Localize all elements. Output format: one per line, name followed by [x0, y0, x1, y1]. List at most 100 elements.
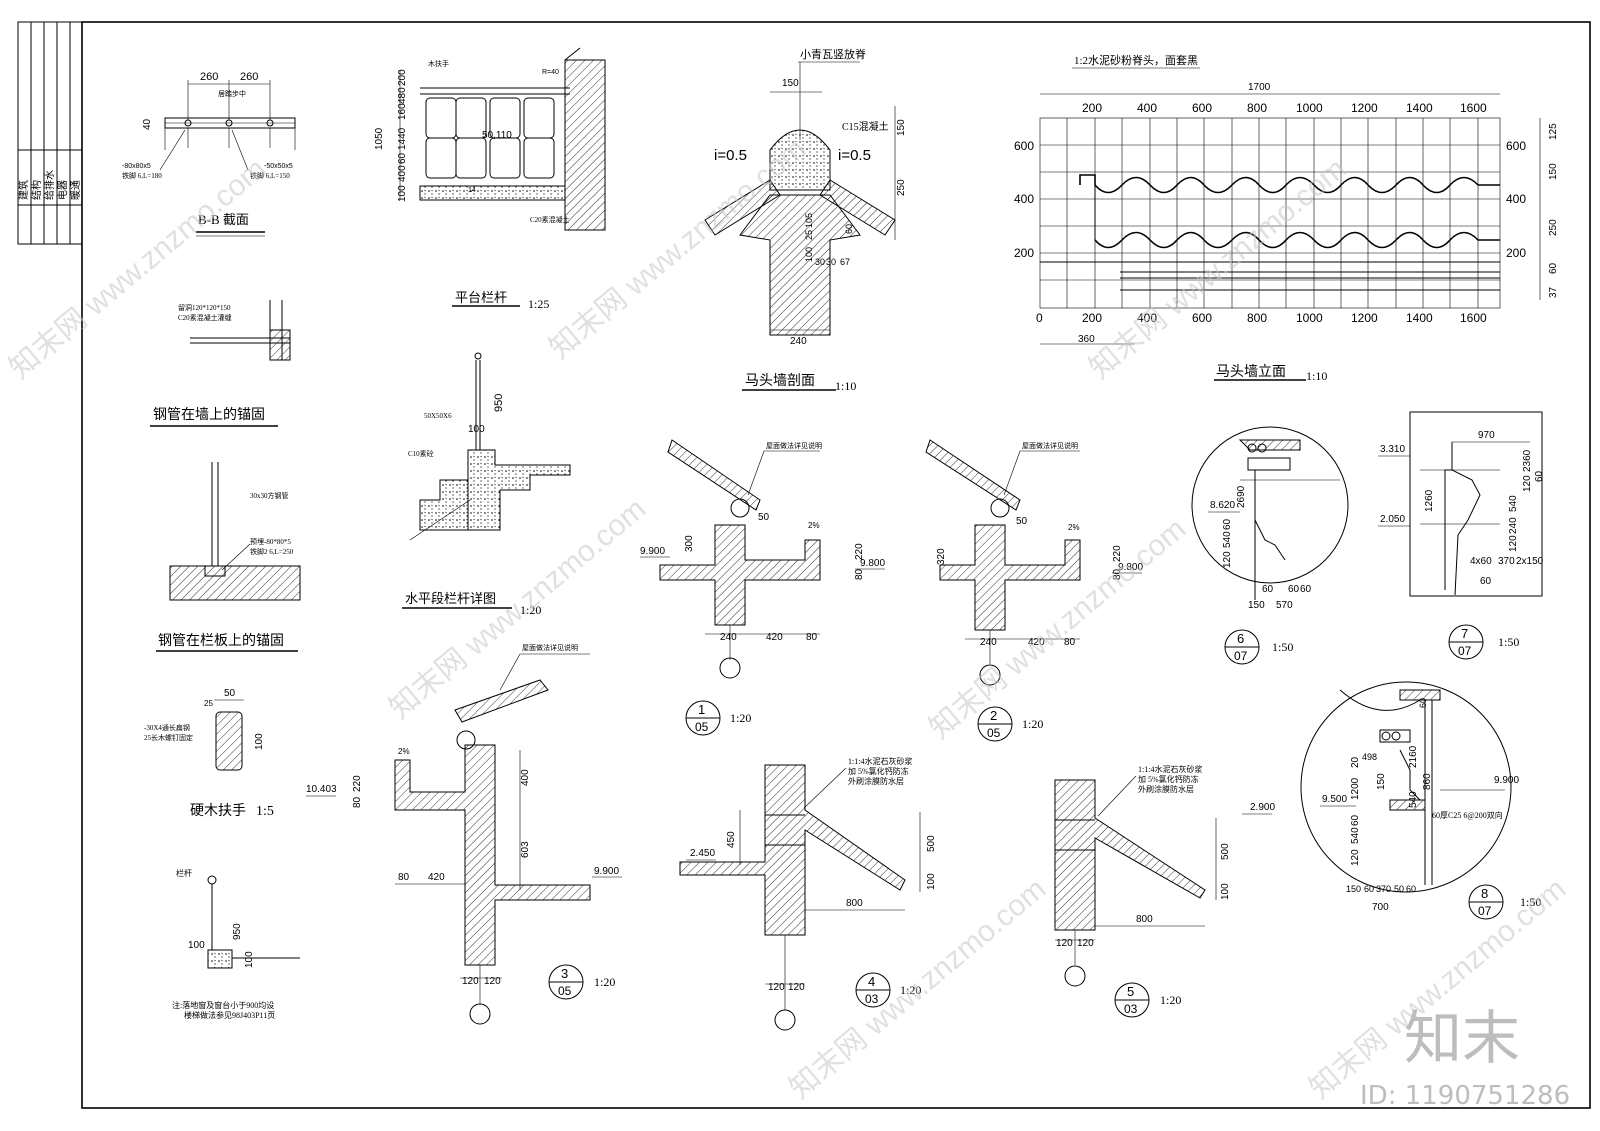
note-text: C20素混凝土灌缝 — [178, 313, 232, 322]
level-text: 8.620 — [1210, 500, 1235, 511]
dim-text: 150 — [782, 78, 799, 89]
level-text: 3.310 — [1380, 444, 1405, 455]
dim-text: 80 — [854, 568, 865, 580]
level-text: 9.900 — [594, 866, 619, 877]
detail-scale: 1:20 — [594, 975, 615, 989]
dim-text: 2% — [1068, 523, 1080, 532]
dim-text: 1700 — [1248, 82, 1271, 93]
detail-6: 8.620 2690 120 540 60 60 60 60 150 570 6… — [1191, 426, 1349, 665]
dim-text: 570 — [1276, 600, 1293, 611]
tick-label: 1400 — [1406, 101, 1433, 115]
dim-text: 970 — [1478, 430, 1495, 441]
dim-text: 4x60 — [1470, 556, 1492, 567]
detail-number: 5 — [1127, 984, 1134, 999]
dim-text: 260 — [240, 71, 258, 83]
dim-text: 25 — [204, 699, 213, 708]
detail-scale: 1:20 — [1022, 717, 1043, 731]
tick-label: 1600 — [1460, 311, 1487, 325]
detail-scale: 1:50 — [1520, 895, 1541, 909]
dim-text: 420 — [766, 632, 783, 643]
dim-text: 500 — [1220, 843, 1231, 860]
tick-label: 400 — [1137, 101, 1157, 115]
dim-text: 105 — [804, 213, 814, 228]
dim-text: 80 — [352, 796, 363, 808]
detail-title: 水平段栏杆详图 — [405, 591, 496, 606]
tick-label: 400 — [1506, 192, 1526, 206]
dim-text: 100 — [926, 873, 937, 890]
dim-text: 120 — [1222, 551, 1233, 568]
dim-text: 220 — [1112, 545, 1123, 562]
tick-label: 400 — [1137, 311, 1157, 325]
note-text: 屋面做法详见说明 — [766, 441, 822, 450]
note-text: 加 5%氯化钙防冻 — [1138, 774, 1199, 784]
detail-sheet: 07 — [1234, 649, 1248, 663]
label-text: 50,110 — [482, 130, 512, 141]
dim-text: 80 — [398, 872, 410, 883]
dim-text: 100 — [468, 424, 485, 435]
dim-text: 60 — [1222, 518, 1233, 530]
detail-scale: 1:5 — [256, 804, 274, 819]
dim-text: 25 — [804, 230, 814, 240]
title-block-label: 电器 — [56, 180, 69, 200]
dim-text: 2160 — [1408, 745, 1419, 768]
tick-label: 600 — [1506, 139, 1526, 153]
dim-text: 220 — [352, 775, 363, 792]
brand-watermark: 知末 — [1404, 1004, 1520, 1072]
detail-5: 1:1:4水泥石灰砂浆 加 5%氯化钙防冻 外刷涂膜防水层 2.900 500 … — [1054, 764, 1275, 1018]
tick-label: 0 — [1036, 311, 1043, 325]
dim-text: 125 — [1548, 123, 1559, 140]
dim-text: 120 — [768, 982, 785, 993]
dim-text: 1200 — [1350, 777, 1361, 800]
dim-text: 540 — [1408, 791, 1419, 808]
dim-text: 400 — [397, 165, 408, 182]
detail-number: 6 — [1237, 631, 1244, 646]
dim-text: 603 — [520, 841, 531, 858]
dim-text: 40 — [142, 118, 153, 130]
dim-text: 480 — [397, 87, 408, 104]
dim-text: 300 — [684, 535, 695, 552]
dim-text: 30 — [815, 257, 825, 267]
dim-text: 60 — [1350, 814, 1361, 826]
dim-text: 120 — [462, 976, 479, 987]
dim-text: 450 — [726, 831, 737, 848]
rail-note-detail: 栏杆 950 100 100 注:落地窗及窗台小于900均设 楼梯做法参见98J… — [172, 868, 300, 1020]
dim-text: 370 — [1498, 556, 1515, 567]
dim-text: 60 — [1406, 884, 1416, 894]
detail-title: 硬木扶手 — [190, 803, 246, 819]
dim-text: 420 — [428, 872, 445, 883]
tick-label: 1400 — [1406, 311, 1433, 325]
dim-text: 60 — [1480, 576, 1492, 587]
dim-text: 150 — [896, 119, 907, 136]
dim-text: 320 — [936, 548, 947, 565]
level-text: 9.900 — [640, 546, 665, 557]
detail-sheet: 03 — [865, 992, 879, 1006]
dim-text: 60 — [1364, 884, 1374, 894]
dim-text: 150 — [1548, 163, 1559, 180]
tick-label: 200 — [1506, 246, 1526, 260]
dim-text: 150 — [1346, 884, 1361, 894]
tick-label: 1600 — [1460, 101, 1487, 115]
note-text: -80x80x5 — [122, 163, 151, 170]
dim-text: 80 — [806, 632, 818, 643]
dim-text: 540 — [1222, 531, 1233, 548]
tick-label: 400 — [1014, 192, 1034, 206]
detail-sheet: 05 — [695, 720, 709, 734]
detail-3: 屋面做法详见说明 10.403 9.900 2% 220 80 400 603 … — [306, 643, 622, 1025]
dim-text: 20 — [1350, 756, 1361, 768]
dim-text: 120 — [484, 976, 501, 987]
dim-text: 60 — [1262, 584, 1274, 595]
dim-text: 100 — [244, 951, 255, 968]
hardwood-rail-detail: 50 100 25 -30X4通长扁钢 25长木螺钉固定 硬木扶手 1:5 — [144, 688, 274, 819]
note-text: 30x30方钢管 — [250, 491, 289, 500]
dim-text: 540 — [1508, 495, 1519, 512]
detail-sheet: 05 — [987, 726, 1001, 740]
dim-text: 2690 — [1236, 485, 1247, 508]
tick-label: 1000 — [1296, 311, 1323, 325]
dim-text: 37 — [1548, 286, 1559, 298]
note-text: 加 5%氯化钙防冻 — [848, 766, 909, 776]
dim-text: 120 — [1522, 475, 1533, 492]
detail-number: 2 — [990, 708, 997, 723]
dim-text: 240 — [790, 336, 807, 347]
dim-text: 800 — [1136, 914, 1153, 925]
